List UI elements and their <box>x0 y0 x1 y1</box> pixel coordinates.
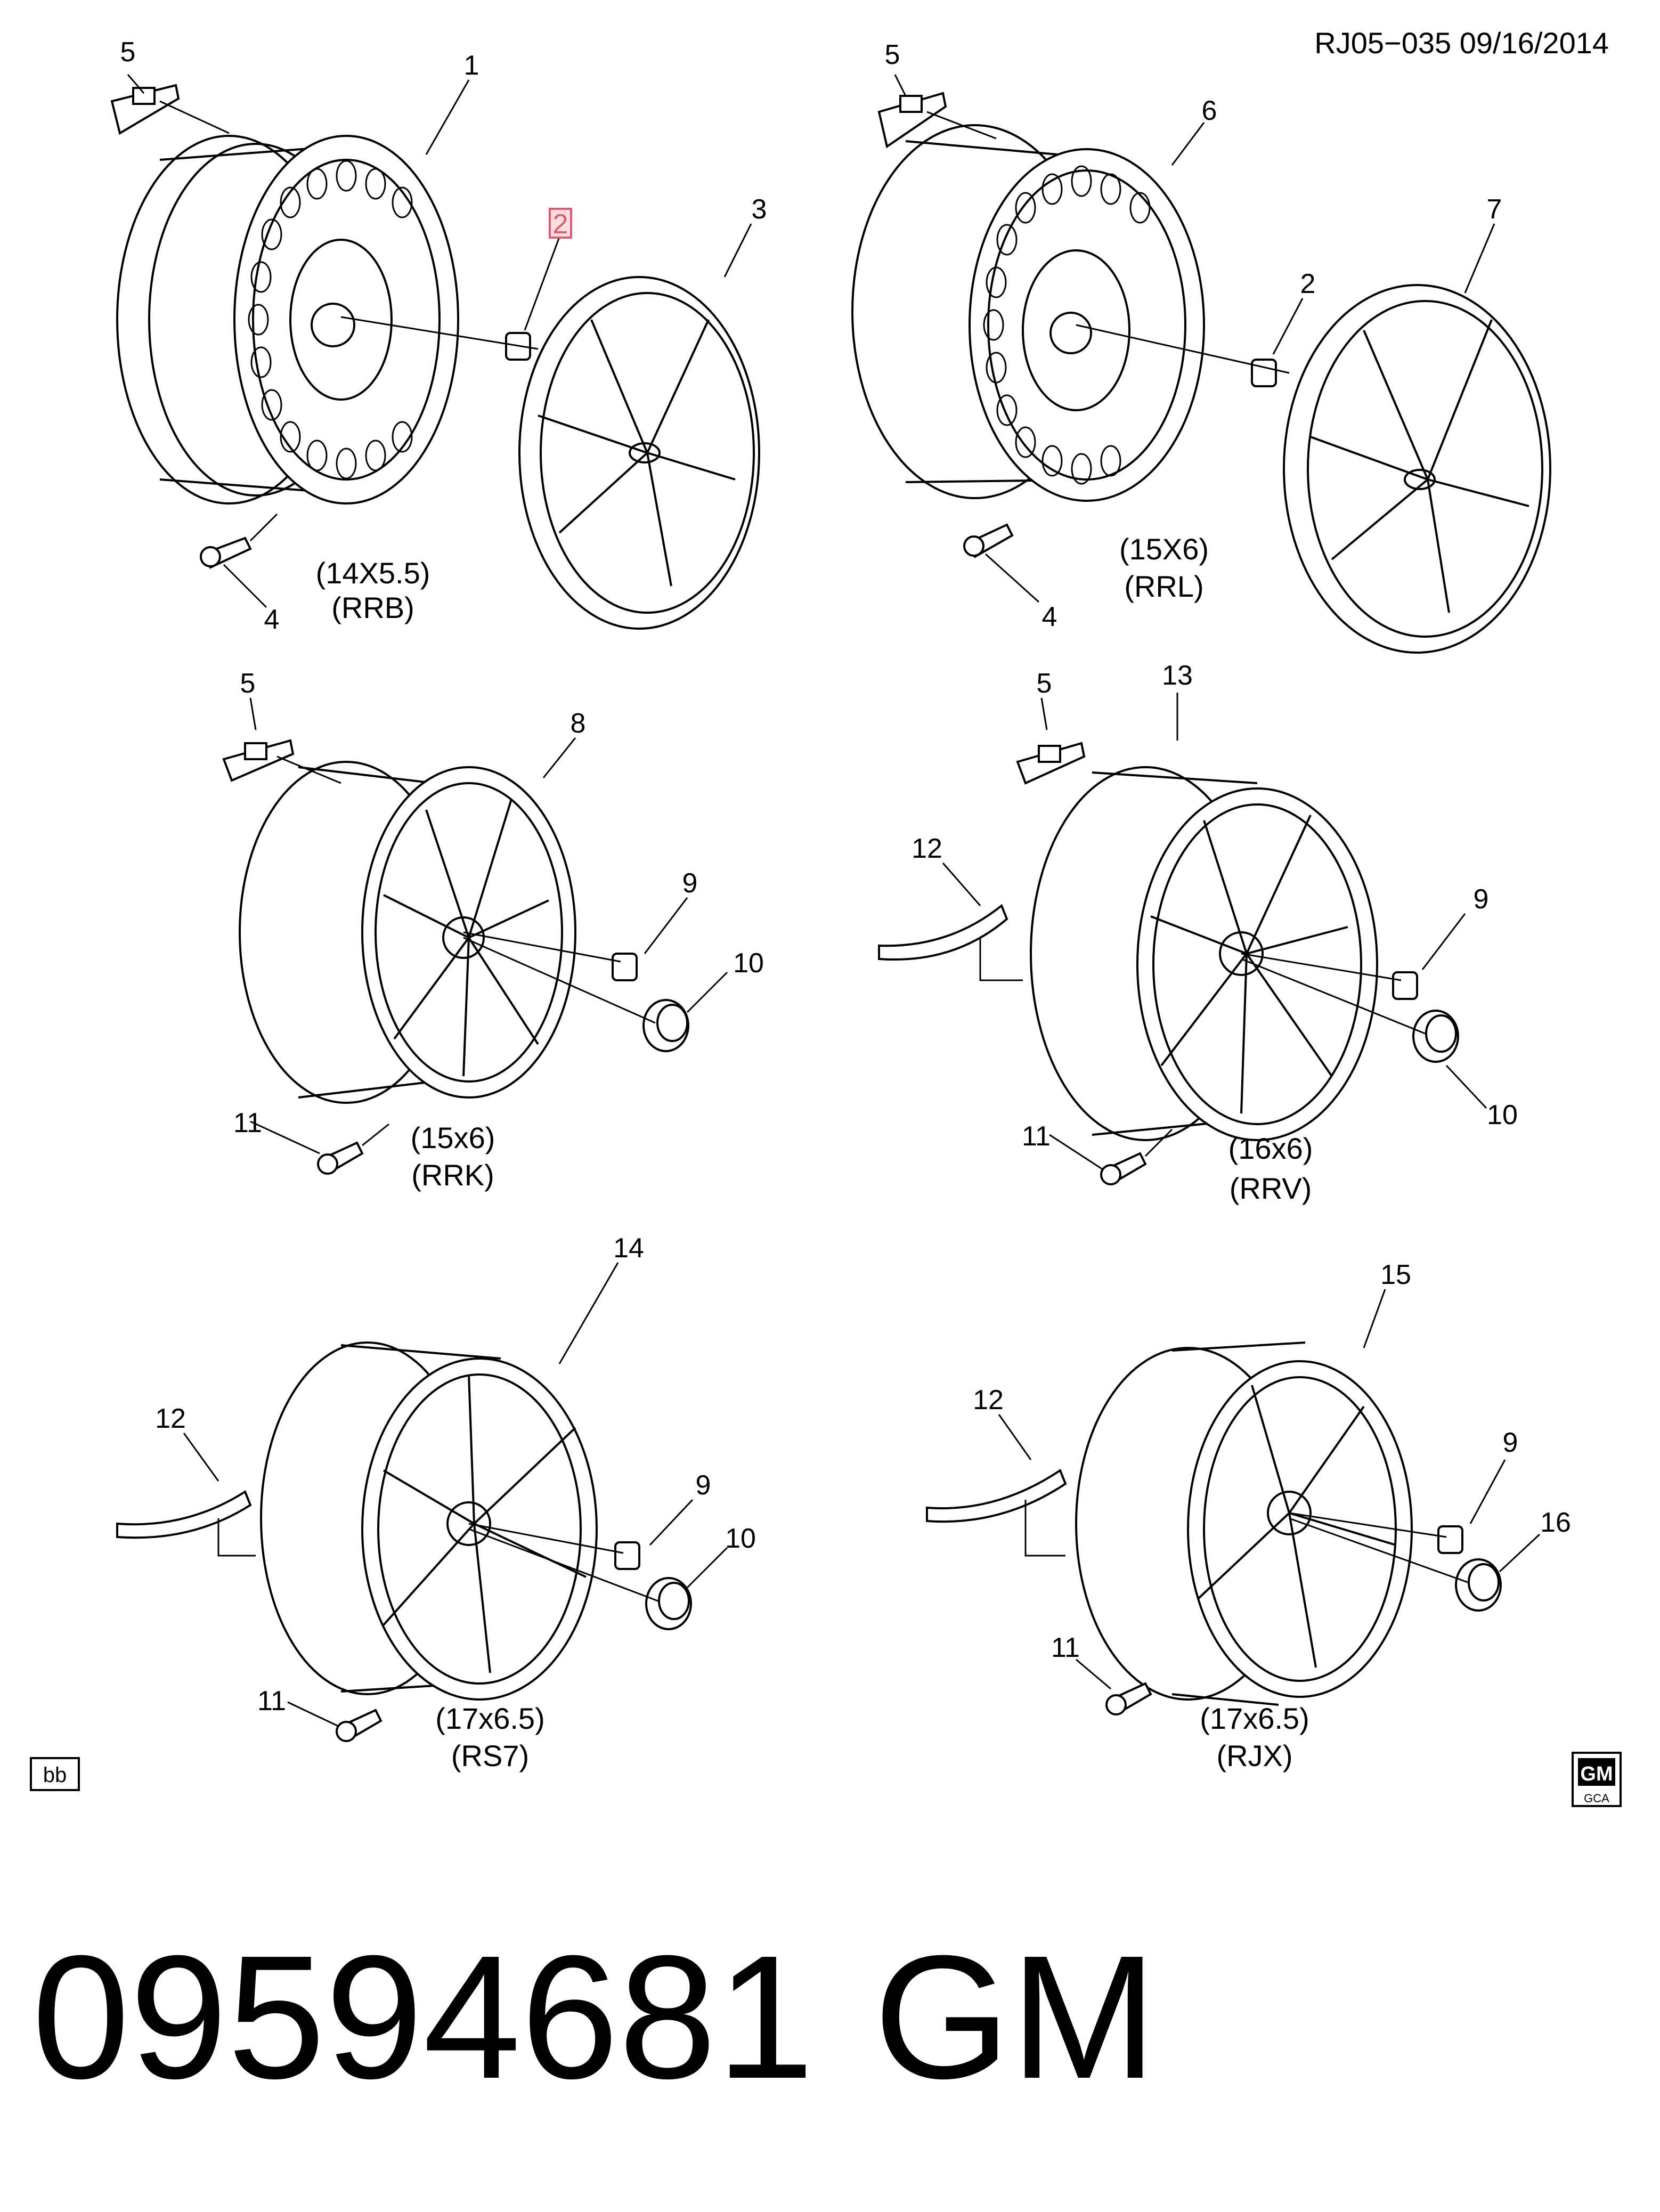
callout-label: 13 <box>1162 660 1193 691</box>
wheel-weight-icon <box>1016 742 1086 785</box>
wheel-size: (17x6.5) <box>435 1702 544 1735</box>
wheel-weight-icon <box>110 84 180 135</box>
wheel-code: (RRV) <box>1230 1172 1312 1205</box>
callout-label: 12 <box>973 1385 1004 1416</box>
callout-label: 9 <box>696 1470 711 1501</box>
wheel-rs7: 14 12 9 10 11 (17x6.5) (RS7) <box>116 1233 756 1772</box>
highlight-box <box>549 208 572 239</box>
wheel-rrk: 5 8 9 10 11 (15x6) (RRK) <box>222 668 764 1192</box>
wheel-size: (14X5.5) <box>316 556 430 590</box>
callout-label: 4 <box>264 604 280 635</box>
lug-nut-icon <box>614 1541 640 1570</box>
part-number: 09594681 <box>32 1918 814 2115</box>
valve-stem-icon <box>336 1709 383 1742</box>
alloy-spokes <box>1198 1385 1396 1668</box>
callout-label: 2 <box>1300 269 1316 299</box>
lug-nut-icon <box>1437 1525 1463 1554</box>
callout-label: 5 <box>1037 668 1052 699</box>
callout-label: 5 <box>240 668 256 699</box>
callout-label: 11 <box>1022 1121 1051 1152</box>
balance-weight-strip-icon <box>116 1490 252 1539</box>
center-cap-icon <box>1455 1558 1502 1612</box>
callout-label: 11 <box>233 1108 262 1138</box>
brand-name: GM <box>874 1918 1157 2115</box>
alloy-spokes <box>383 799 549 1077</box>
gm-logo: GM GCA <box>1572 1752 1622 1807</box>
wheel-size: (15X6) <box>1119 532 1209 566</box>
wheel-code: (RJX) <box>1216 1739 1292 1772</box>
wheel-cover-icon <box>1283 284 1551 654</box>
center-cap-icon <box>645 1577 692 1630</box>
callout-label: 4 <box>1042 601 1057 632</box>
valve-stem-icon <box>200 536 252 569</box>
callout-label: 6 <box>1202 95 1217 126</box>
callout-label-highlighted: 2 <box>553 209 568 240</box>
center-cap-icon <box>642 999 689 1052</box>
alloy-spokes <box>1150 815 1348 1114</box>
callout-label: 7 <box>1487 194 1502 225</box>
callout-label: 1 <box>464 50 479 81</box>
wheel-code: (RRL) <box>1124 570 1203 603</box>
callout-label: 8 <box>571 708 586 739</box>
callout-label: 10 <box>733 948 764 979</box>
wheel-size: (17x6.5) <box>1200 1702 1309 1735</box>
callout-label: 3 <box>752 194 767 225</box>
wheel-size: (15x6) <box>411 1121 495 1154</box>
callout-label: 16 <box>1540 1507 1571 1538</box>
lug-nut-icon <box>1251 359 1277 387</box>
wheel-weight-icon <box>222 739 295 782</box>
wheel-rrb: 5 1 2 3 4 (14X5.5) (RRB) <box>110 37 767 635</box>
callout-label: 5 <box>885 39 900 70</box>
valve-stem-icon <box>317 1141 364 1175</box>
center-cap-icon <box>1412 1010 1459 1063</box>
wheel-cover-icon <box>518 276 760 630</box>
balance-weight-strip-icon <box>926 1468 1067 1523</box>
callout-label: 14 <box>613 1233 644 1264</box>
wheel-rjx: 15 12 9 16 11 (17x6.5) (RJX) <box>926 1259 1571 1772</box>
wheel-size: (16x6) <box>1228 1132 1313 1165</box>
wheel-code: (RRB) <box>331 591 414 624</box>
valve-stem-icon <box>963 523 1014 558</box>
wheel-weight-icon <box>877 92 947 149</box>
callout-label: 9 <box>1474 884 1489 915</box>
callout-label: 12 <box>155 1403 186 1434</box>
balance-weight-strip-icon <box>878 904 1008 961</box>
valve-stem-icon <box>1105 1682 1152 1715</box>
gm-logo-subtext: GCA <box>1584 1792 1609 1805</box>
wheel-rrl: 5 6 2 7 4 (15X6) (RRL) <box>851 39 1551 654</box>
valve-stem-icon <box>1100 1152 1147 1185</box>
steel-wheel-1 <box>116 135 459 505</box>
callout-label: 11 <box>1051 1632 1080 1663</box>
wheel-code: (RS7) <box>451 1739 529 1772</box>
steel-wheel-2 <box>851 124 1205 502</box>
callout-label: 10 <box>1487 1100 1518 1131</box>
corner-tag-text: bb <box>43 1763 67 1787</box>
corner-tag: bb <box>30 1757 80 1791</box>
alloy-spokes <box>383 1374 587 1673</box>
wheel-rrv: 5 13 12 9 10 11 (16x6) (RRV) <box>878 660 1518 1205</box>
callout-label: 9 <box>1503 1427 1518 1458</box>
diagram-code: RJ05−035 09/16/2014 <box>1314 26 1609 60</box>
gm-logo-text: GM <box>1580 1763 1613 1785</box>
lug-nut-icon <box>1392 971 1418 1000</box>
callout-label: 15 <box>1380 1259 1411 1290</box>
callout-label: 9 <box>682 868 698 899</box>
lug-nut-icon <box>612 953 638 981</box>
wheel-code: (RRK) <box>411 1158 494 1192</box>
callout-label: 10 <box>725 1523 756 1554</box>
callout-label: 11 <box>257 1686 286 1717</box>
callout-label: 12 <box>912 833 942 864</box>
callout-label: 5 <box>120 37 136 68</box>
